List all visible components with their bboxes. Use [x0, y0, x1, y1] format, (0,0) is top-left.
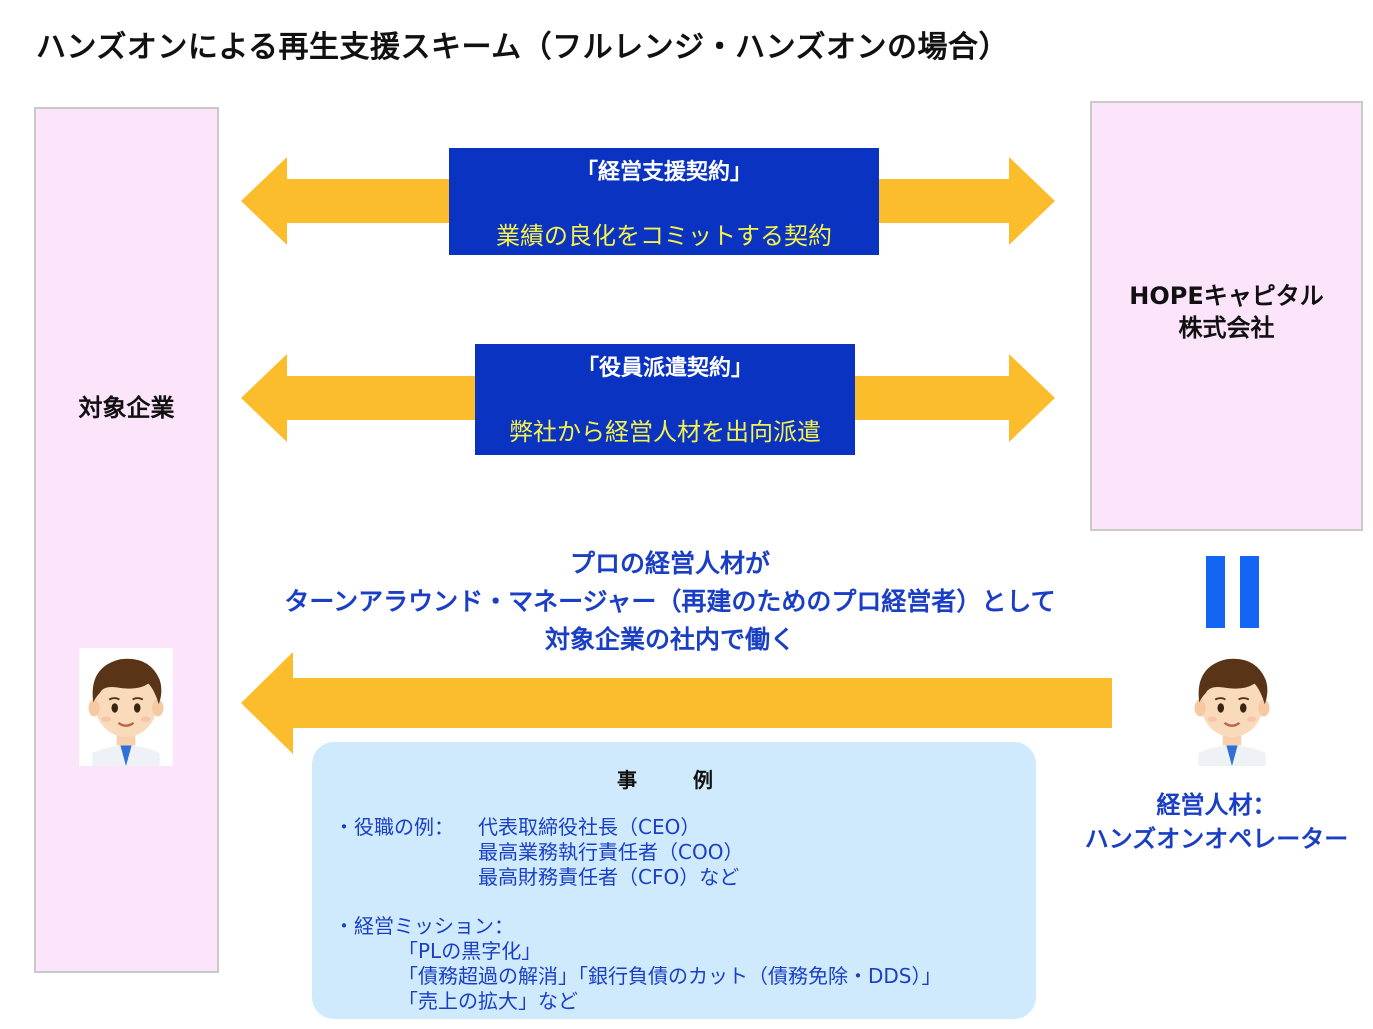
role-item: 最高財務責任者（CFO）など: [478, 865, 740, 889]
mission-item: 「売上の拡大」など: [398, 989, 578, 1013]
employee-avatar-icon: [79, 648, 173, 766]
missions-list: 「PLの黒字化」 「債務超過の解消」「銀行負債のカット（債務免除・DDS）」 「…: [398, 939, 942, 1014]
role-item: 最高業務執行責任者（COO）: [478, 840, 744, 864]
target-company-label: 対象企業: [78, 394, 175, 422]
turnaround-manager-description: プロの経営人材が ターンアラウンド・マネージャー（再建のためのプロ経営者）として…: [230, 545, 1110, 659]
operator-label-line-2: ハンズオンオペレーター: [1084, 825, 1349, 853]
mission-item: 「債務超過の解消」「銀行負債のカット（債務免除・DDS）」: [398, 964, 942, 988]
target-company-panel: [34, 107, 219, 973]
role-item: 代表取締役社長（CEO）: [478, 815, 701, 839]
page-title: ハンズオンによる再生支援スキーム（フルレンジ・ハンズオンの場合）: [36, 30, 1009, 65]
hope-capital-label: HOPEキャピタル 株式会社: [1090, 280, 1363, 344]
contract-management-support-heading: 「経営支援契約」: [575, 160, 752, 185]
case-examples-title: 事 例: [617, 768, 731, 792]
case-examples-box: 事 例 ・役職の例： 代表取締役社長（CEO） 最高業務執行責任者（COO） 最…: [312, 742, 1036, 1019]
turnaround-line-1: プロの経営人材が: [569, 549, 770, 578]
equals-sign-bar-left: [1206, 556, 1225, 628]
turnaround-line-3: 対象企業の社内で働く: [544, 625, 795, 654]
contract-management-support-box: 「経営支援契約」 業績の良化をコミットする契約: [449, 148, 879, 255]
arrow-to-target-company: [241, 652, 1112, 754]
roles-label: ・役職の例：: [334, 815, 454, 839]
equals-sign-bar-right: [1240, 556, 1259, 628]
contract-officer-dispatch-heading: 「役員派遣契約」: [576, 356, 753, 381]
roles-list: 代表取締役社長（CEO） 最高業務執行責任者（COO） 最高財務責任者（CFO）…: [478, 815, 743, 890]
operator-label: 経営人材： ハンズオンオペレーター: [1060, 788, 1373, 856]
mission-item: 「PLの黒字化」: [398, 939, 542, 963]
operator-avatar-icon: [1185, 648, 1279, 766]
hope-capital-suffix: 株式会社: [1178, 314, 1275, 342]
operator-label-line-1: 経営人材：: [1156, 791, 1277, 819]
hope-capital-name: HOPEキャピタル: [1129, 282, 1324, 310]
contract-officer-dispatch-box: 「役員派遣契約」 弊社から経営人材を出向派遣: [475, 344, 855, 455]
hope-capital-panel: [1090, 101, 1363, 531]
turnaround-line-2: ターンアラウンド・マネージャー（再建のためのプロ経営者）として: [284, 587, 1056, 616]
contract-management-support-desc: 業績の良化をコミットする契約: [496, 222, 832, 250]
mission-label: ・経営ミッション：: [334, 914, 514, 938]
contract-officer-dispatch-desc: 弊社から経営人材を出向派遣: [509, 418, 821, 446]
